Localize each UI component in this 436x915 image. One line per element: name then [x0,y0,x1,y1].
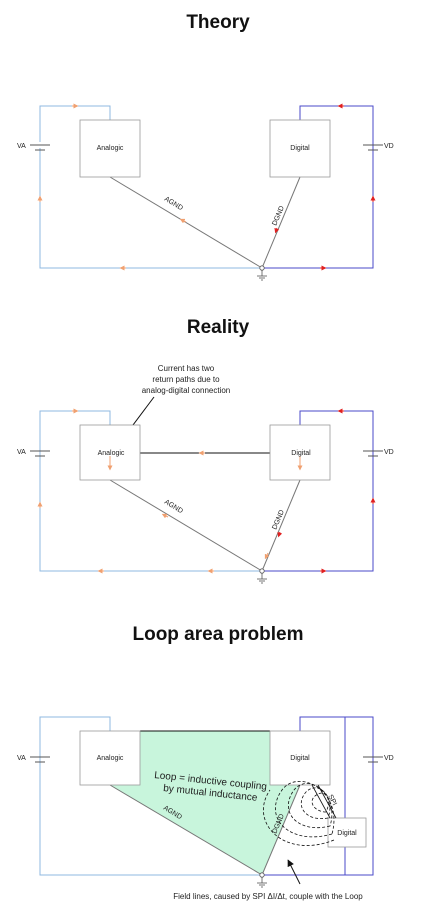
va-label: VA [17,143,26,150]
current-note-line1: Current has two [158,364,215,373]
vd-label: VD [384,755,394,762]
va-label: VA [17,755,26,762]
digital-block [269,730,331,786]
agnd-label: AGND [163,196,184,212]
spi-label: SPI [326,794,338,807]
reality-diagram: VA VD Analogic Digital AGND DGND [17,408,394,584]
analogic-block [79,730,141,786]
current-arrow [179,218,187,224]
vd-label: VD [384,449,394,456]
current-arrow [161,513,169,519]
current-arrow [264,552,270,560]
analogic-label: Analogic [97,755,124,762]
current-arrow [274,227,280,234]
analogic-label: Analogic [97,145,124,152]
title-theory: Theory [186,12,250,33]
digital-label: Digital [290,755,310,762]
title-loop: Loop area problem [132,624,303,645]
digital-label: Digital [291,450,311,457]
current-note-line3: analog-digital connection [142,386,231,395]
current-arrow [277,531,283,538]
vd-label: VD [384,143,394,150]
digital-slave-block [327,817,367,848]
analogic-label: Analogic [98,450,125,457]
analogic-block [79,424,141,481]
digital-block [269,424,331,481]
loop-diagram: VA VD Analogic Digital Digital SPI AGND … [17,716,394,901]
current-note-line2: return paths due to [152,375,220,384]
digital-label: Digital [290,145,310,152]
loop-area [110,785,300,875]
va-label: VA [17,449,26,456]
field-lines-note: Field lines, caused by SPI ΔI/Δt, couple… [173,892,363,901]
digital-slave-label: Digital [337,830,357,837]
agnd-label: AGND [163,499,184,515]
analogic-block [79,119,141,178]
field-lines [263,781,335,846]
digital-block [269,119,331,178]
title-reality: Reality [187,317,250,338]
theory-diagram: VA VD Analogic Digital AGND DGND [17,103,394,281]
